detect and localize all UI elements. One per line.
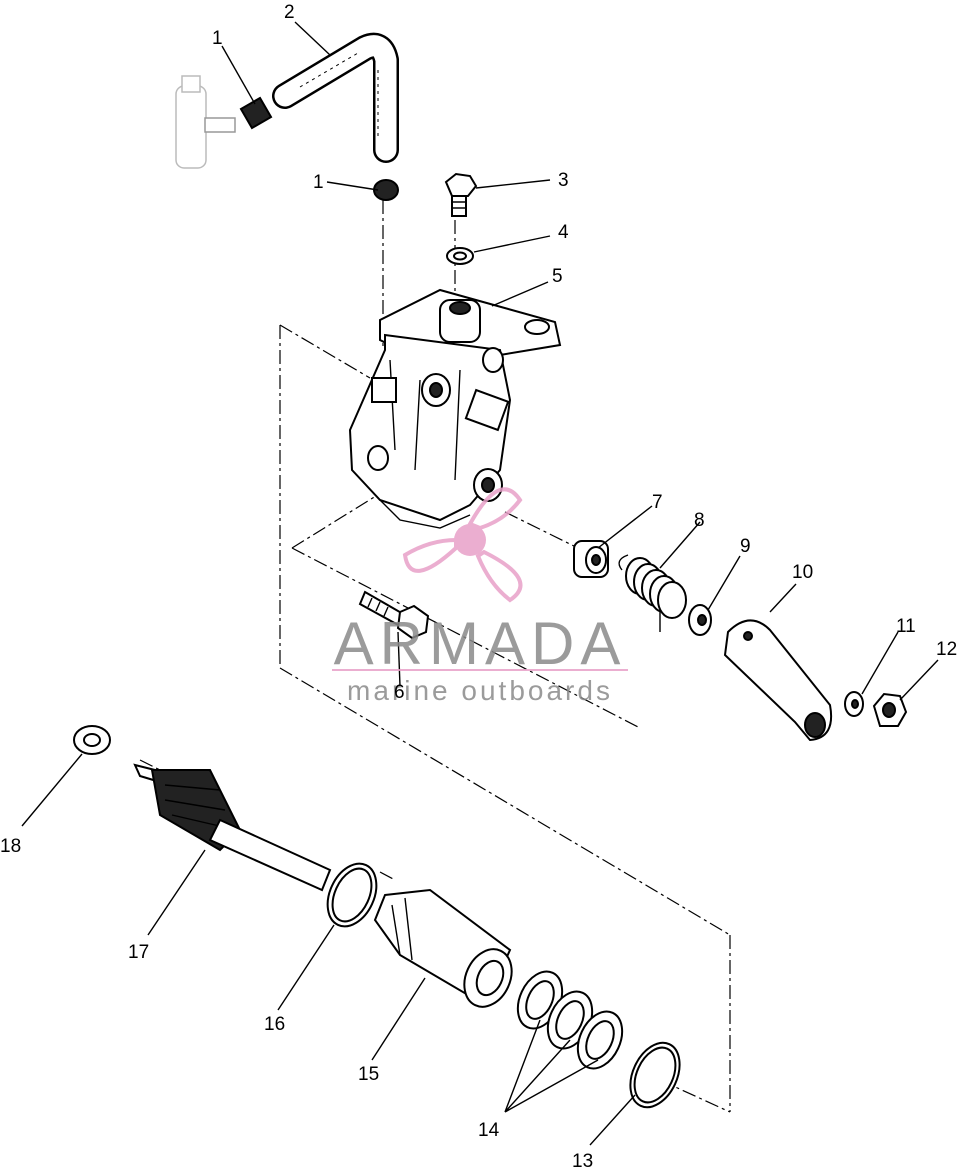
callout-7: 7 (652, 492, 663, 513)
part-10-lever-arm (723, 619, 832, 742)
part-18-washer (73, 725, 111, 755)
part-7-bushing (573, 540, 609, 578)
part-13-retaining-ring (629, 1041, 681, 1109)
part-12-nut (872, 692, 908, 727)
part-5-oil-pump (348, 288, 562, 529)
fuel-fitting (175, 75, 236, 169)
part-14-shims (516, 970, 624, 1070)
leader-lines (21, 21, 939, 1146)
callout-16: 16 (264, 1014, 285, 1035)
callout-5: 5 (552, 266, 563, 287)
callout-1-upper: 1 (212, 28, 223, 49)
part-16-retaining-ring (326, 862, 378, 928)
armada-watermark: ARMADA marine outboards (332, 487, 628, 706)
part-17-gear-shaft (133, 763, 332, 892)
callout-13: 13 (572, 1151, 593, 1167)
part-1-clip-upper (239, 96, 273, 130)
callout-6: 6 (394, 682, 405, 703)
callout-9: 9 (740, 536, 751, 557)
part-4-washer (446, 247, 474, 265)
part-6-bolt (358, 590, 430, 640)
callout-11: 11 (896, 616, 916, 637)
callout-2: 2 (284, 2, 295, 23)
callout-4: 4 (558, 222, 569, 243)
watermark-tagline: marine outboards (347, 675, 613, 706)
callout-15: 15 (358, 1064, 379, 1085)
callout-12: 12 (936, 639, 957, 660)
callout-3: 3 (558, 170, 569, 191)
propeller-logo-icon (402, 487, 523, 603)
callout-18: 18 (0, 836, 21, 857)
part-8-spring (618, 554, 687, 632)
callout-8: 8 (694, 510, 705, 531)
part-9-washer (688, 604, 712, 636)
callout-17: 17 (128, 942, 149, 963)
watermark-brand: ARMADA (334, 610, 627, 677)
part-15-sleeve (373, 888, 513, 1008)
part-3-screw (444, 172, 478, 217)
callout-1-lower: 1 (313, 172, 324, 193)
callout-14: 14 (478, 1120, 500, 1141)
part-2-hose (272, 32, 399, 163)
part-11-washer (844, 691, 864, 717)
callout-10: 10 (792, 562, 813, 583)
